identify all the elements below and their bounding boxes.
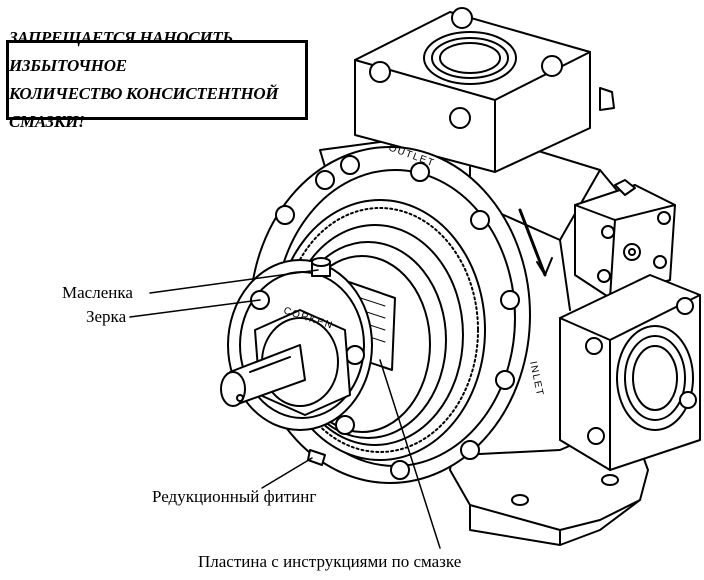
leader-oiler bbox=[149, 269, 319, 294]
leader-zerk bbox=[129, 299, 261, 318]
warning-line-2: КОЛИЧЕСТВО КОНСИСТЕНТНОЙ СМАЗКИ! bbox=[9, 84, 279, 131]
callout-instruction-plate: Пластина с инструкциями по смазке bbox=[198, 552, 462, 571]
leader-reducer bbox=[261, 457, 313, 489]
callout-zerk: Зерка bbox=[86, 307, 127, 326]
side-cover bbox=[574, 179, 676, 299]
coupling-shaft bbox=[220, 309, 351, 416]
warning-box: ЗАПРЕЩАЕТСЯ НАНОСИТЬ ИЗБЫТОЧНОЕ КОЛИЧЕСТ… bbox=[6, 28, 308, 131]
outlet-flange bbox=[354, 7, 615, 173]
warning-line-1: ЗАПРЕЩАЕТСЯ НАНОСИТЬ ИЗБЫТОЧНОЕ bbox=[9, 28, 233, 75]
leader-plate bbox=[379, 359, 441, 549]
callout-reducer-fitting: Редукционный фитинг bbox=[152, 487, 317, 506]
callout-oiler: Масленка bbox=[62, 283, 133, 302]
inlet-flange bbox=[559, 274, 701, 471]
leader-lines bbox=[129, 269, 441, 549]
